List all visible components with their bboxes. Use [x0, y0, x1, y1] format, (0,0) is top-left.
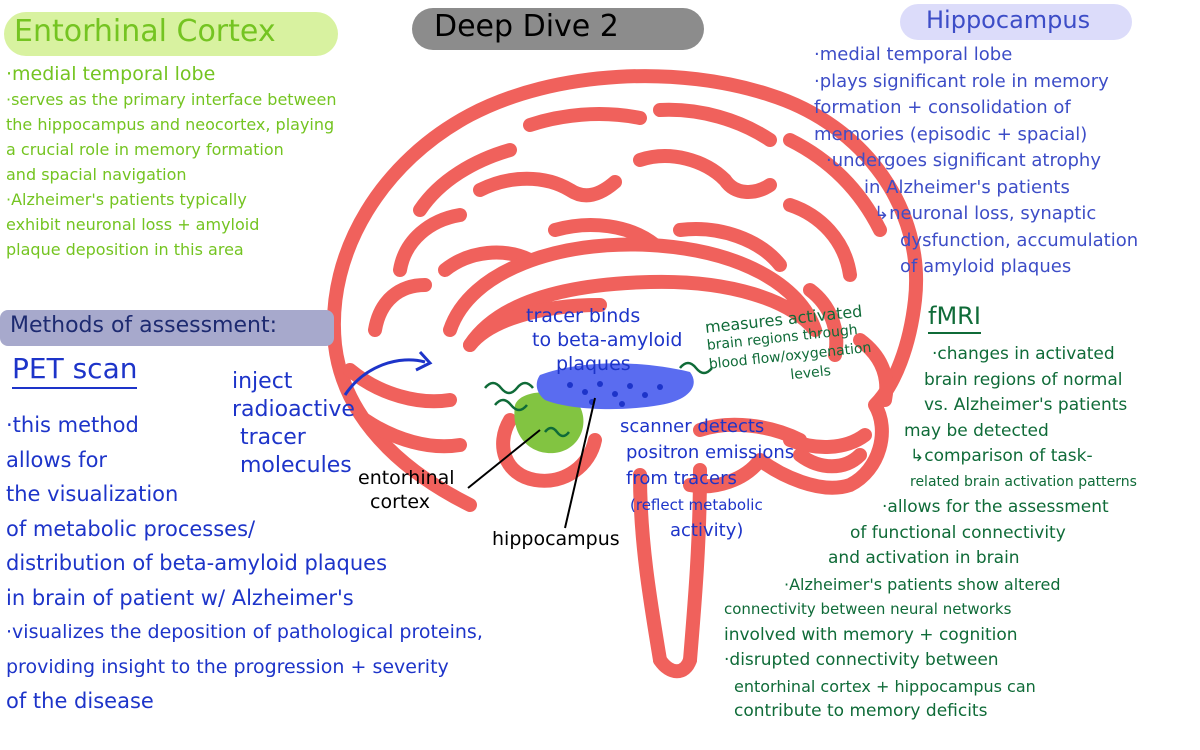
- hippocampus-line: in Alzheimer's patients: [864, 176, 1070, 198]
- fmri-line: vs. Alzheimer's patients: [924, 395, 1128, 415]
- hippocampus-notes: ·medial temporal lobe ·plays significant…: [814, 42, 1138, 281]
- hippocampus-line: ·medial temporal lobe: [814, 44, 1013, 65]
- hippocampus-pointer: [564, 397, 596, 529]
- entorhinal-heading: Entorhinal Cortex: [14, 14, 276, 49]
- methods-heading-pill: [0, 310, 334, 346]
- tracer-line: to beta-amyloid: [532, 329, 683, 351]
- fmri-line: ·Alzheimer's patients show altered: [784, 574, 1061, 594]
- fmri-line: ↳comparison of task-: [910, 446, 1093, 466]
- entorhinal-line: a crucial role in memory formation: [6, 140, 284, 159]
- brain-outline: [326, 69, 924, 679]
- fmri-heading: fMRI: [928, 302, 981, 334]
- entorhinal-line: ·medial temporal lobe: [6, 63, 216, 85]
- scanner-line: scanner detects: [620, 416, 765, 437]
- fmri-line: and activation in brain: [828, 548, 1020, 568]
- pet-line: of metabolic processes/: [6, 516, 256, 541]
- entorhinal-heading-pill: [4, 12, 338, 56]
- fmri-line: related brain activation patterns: [910, 473, 1137, 490]
- pet-line: distribution of beta-amyloid plaques: [6, 551, 388, 575]
- fmri-line: of functional connectivity: [850, 522, 1066, 543]
- fmri-line: ·changes in activated: [932, 344, 1115, 364]
- scanner-annotation: scanner detects positron emissions from …: [620, 414, 794, 544]
- fmri-line: ·disrupted connectivity between: [724, 650, 999, 670]
- tracer-line: plaques: [556, 353, 631, 375]
- hippocampus-heading: Hippocampus: [926, 6, 1091, 34]
- entorhinal-line: the hippocampus and neocortex, playing: [6, 115, 335, 134]
- inject-line: inject: [232, 369, 293, 394]
- fmri-line: brain regions of normal: [924, 369, 1123, 390]
- scanner-line: activity): [670, 520, 744, 541]
- fmri-line: may be detected: [904, 420, 1049, 441]
- pet-line: ·visualizes the deposition of pathologic…: [6, 621, 483, 643]
- tracer-binds-annotation: tracer binds to beta-amyloid plaques: [526, 304, 682, 376]
- pet-line: of the disease: [6, 689, 154, 713]
- hippocampus-line: ·plays significant role in memory: [814, 70, 1109, 92]
- entorhinal-label-line: entorhinal: [358, 467, 455, 489]
- pet-line: in brain of patient w/ Alzheimer's: [6, 585, 354, 610]
- page-title: Deep Dive 2: [434, 9, 619, 44]
- hippocampus-line: of amyloid plaques: [900, 256, 1072, 277]
- entorhinal-label-line: cortex: [370, 491, 430, 513]
- fmri-line: entorhinal cortex + hippocampus can: [734, 676, 1036, 696]
- entorhinal-notes: ·medial temporal lobe ·serves as the pri…: [6, 62, 336, 262]
- hippocampus-line: dysfunction, accumulation: [900, 229, 1139, 251]
- entorhinal-label: entorhinal cortex: [358, 466, 455, 514]
- inject-arrow: [343, 358, 426, 396]
- entorhinal-line: ·serves as the primary interface between: [6, 90, 337, 109]
- pet-line: the visualization: [6, 482, 179, 506]
- hippocampus-line: ·undergoes significant atrophy: [826, 150, 1101, 171]
- fmri-line: contribute to memory deficits: [734, 701, 988, 721]
- inject-line: tracer: [240, 425, 306, 450]
- fmri-line: connectivity between neural networks: [724, 600, 1012, 618]
- scanner-line: from tracers: [626, 468, 737, 489]
- pet-line: ·this method: [6, 413, 139, 437]
- activation-squiggles: [484, 361, 713, 438]
- entorhinal-line: plaque deposition in this area: [6, 240, 244, 259]
- tracer-dots: [567, 381, 663, 407]
- fmri-line: involved with memory + cognition: [724, 624, 1018, 645]
- inject-line: molecules: [240, 453, 352, 478]
- entorhinal-line: exhibit neuronal loss + amyloid: [6, 215, 260, 234]
- methods-heading: Methods of assessment:: [10, 313, 277, 338]
- hippocampus-line: memories (episodic + spacial): [814, 123, 1088, 145]
- scanner-line: positron emissions: [626, 442, 795, 463]
- entorhinal-line: ·Alzheimer's patients typically: [6, 190, 247, 209]
- hippocampus-heading-pill: [900, 4, 1132, 40]
- fmri-notes: ·changes in activated brain regions of n…: [724, 342, 1137, 725]
- fmri-line: ·allows for the assessment: [882, 497, 1109, 517]
- inject-annotation: inject radioactive tracer molecules: [232, 368, 355, 480]
- entorhinal-line: and spacial navigation: [6, 165, 187, 184]
- inject-line: radioactive: [232, 397, 355, 422]
- scanner-line: (reflect metabolic: [630, 496, 763, 514]
- title-pill: [412, 8, 704, 50]
- pet-notes: ·this method allows for the visualizatio…: [6, 408, 483, 719]
- hippocampus-line: formation + consolidation of: [814, 97, 1071, 118]
- pet-line: allows for: [6, 447, 108, 472]
- pet-heading: PET scan: [12, 352, 138, 389]
- pet-line: providing insight to the progression + s…: [6, 655, 449, 678]
- hippocampus-region: [536, 363, 694, 410]
- inject-arrowhead: [415, 350, 433, 372]
- hippocampus-line: ↳neuronal loss, synaptic: [874, 203, 1097, 224]
- tracer-line: tracer binds: [526, 305, 641, 327]
- entorhinal-pointer: [467, 429, 541, 489]
- hippocampus-label: hippocampus: [492, 528, 620, 550]
